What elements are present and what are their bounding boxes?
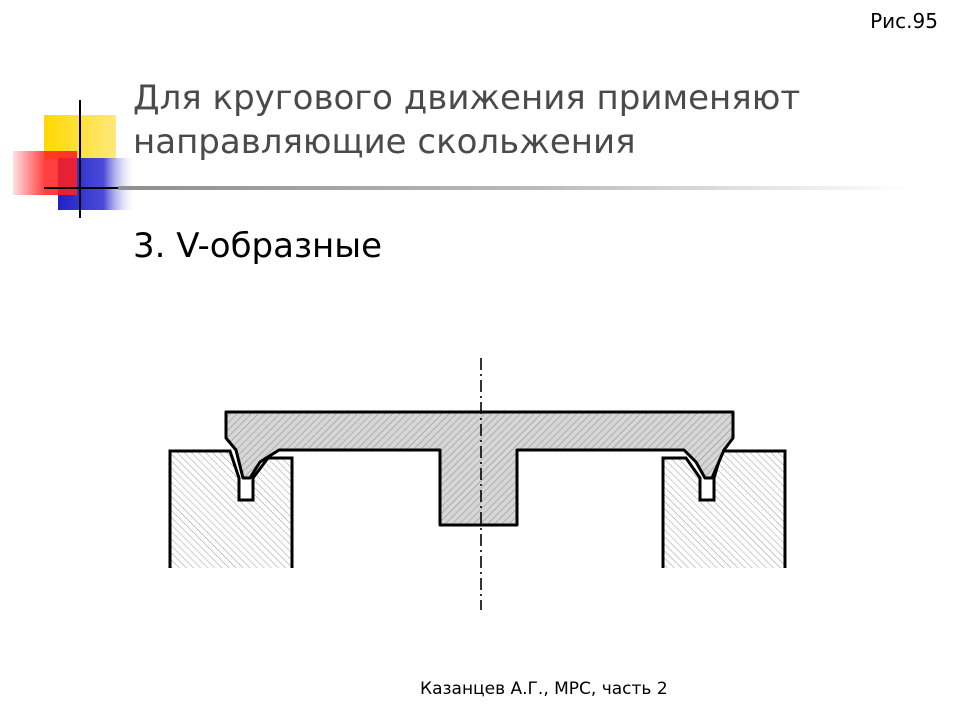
section-subtitle: 3. V-образные [133, 226, 383, 266]
rotating-table [224, 410, 735, 527]
v-slideway-drawing [168, 358, 787, 610]
title-line-1: Для кругового движения применяют [133, 78, 801, 118]
author-footer: Казанцев А.Г., МРС, часть 2 [420, 679, 668, 699]
title-underline [118, 186, 910, 190]
right-guide-base [661, 449, 787, 568]
color-squares-icon [13, 100, 134, 218]
title-line-2: направляющие скольжения [133, 122, 636, 162]
figure-number: Рис.95 [870, 9, 938, 33]
slide-title: Для кругового движения применяют направл… [133, 76, 913, 164]
left-guide-base [168, 449, 294, 568]
